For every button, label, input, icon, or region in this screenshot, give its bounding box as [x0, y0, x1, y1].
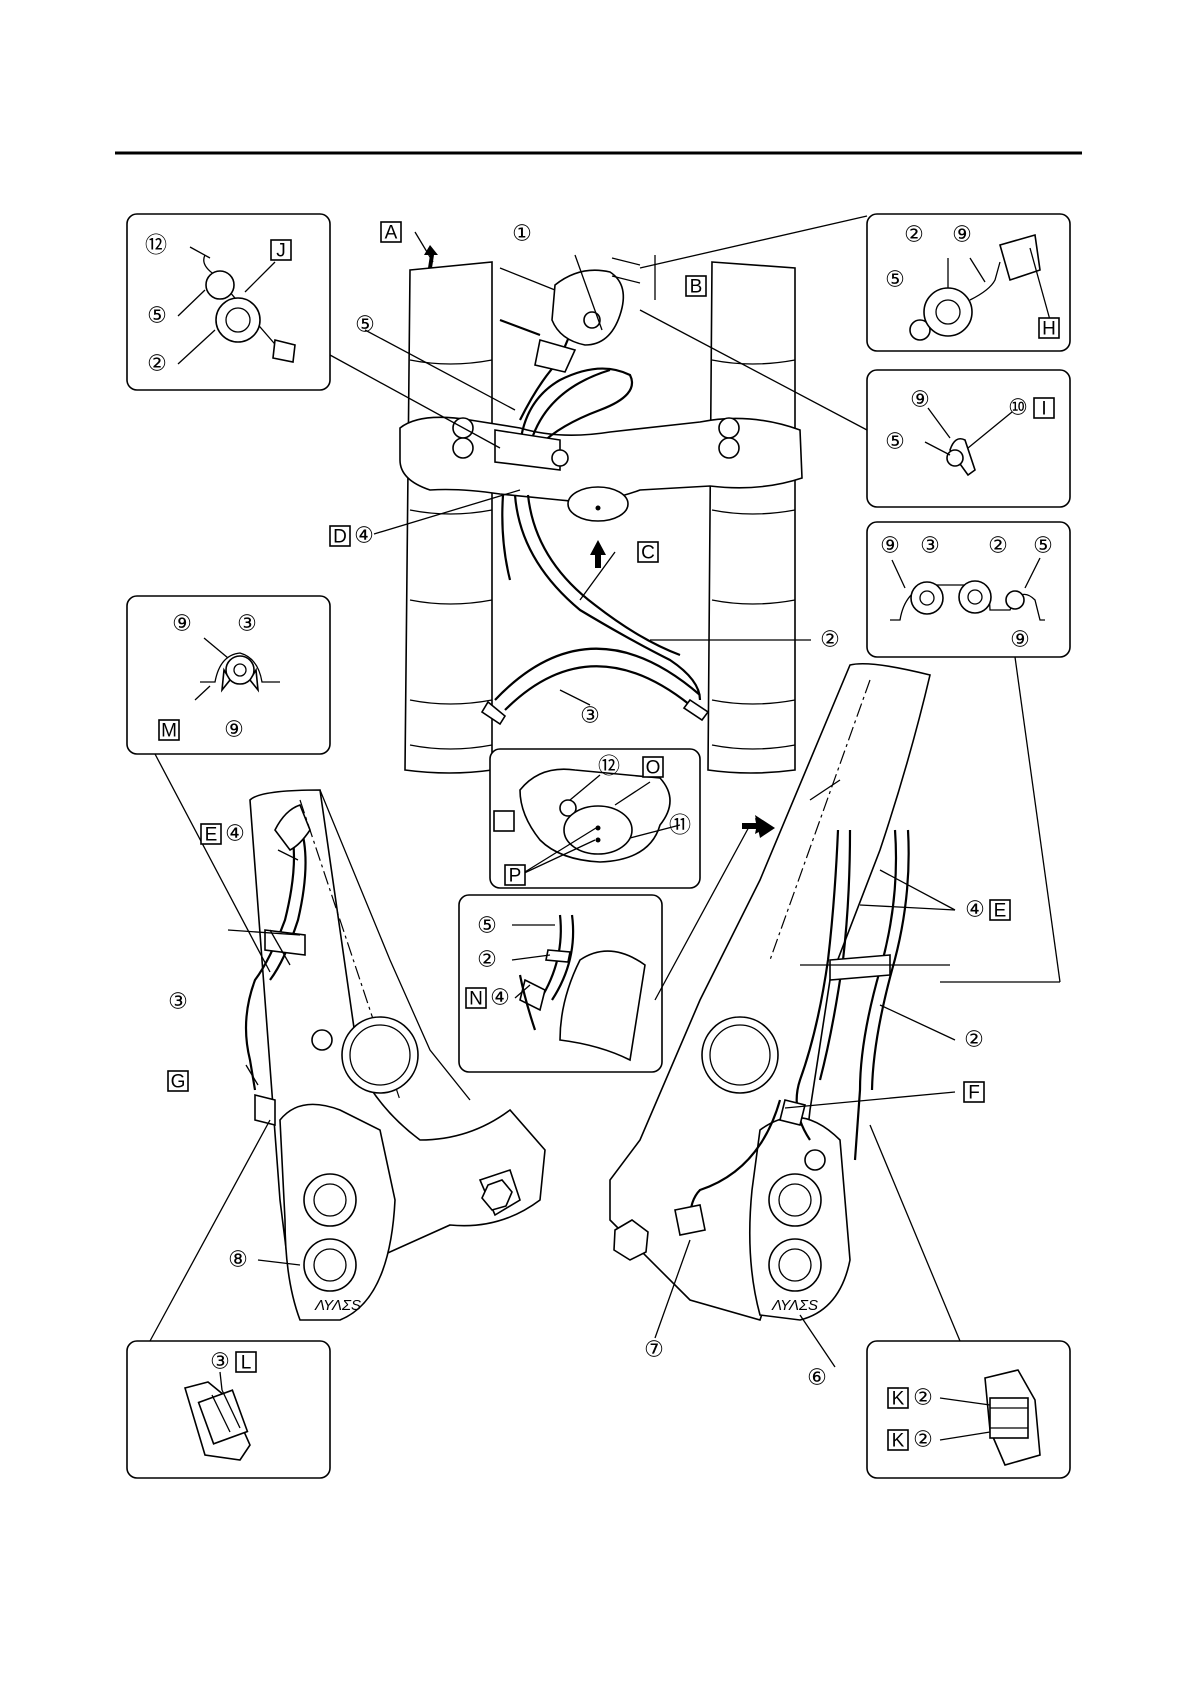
panel2-part-9: ⑨: [952, 223, 972, 248]
left-part-4: ④: [225, 822, 245, 847]
ref-letter-j: J: [276, 241, 286, 262]
panel4-part-3: ③: [920, 534, 940, 559]
ref-letter-p: P: [509, 866, 522, 887]
panel3-part-9: ⑨: [910, 388, 930, 413]
part-label-4-center: ④: [354, 524, 374, 549]
ref-letter-m: M: [161, 721, 177, 742]
right-part-7: ⑦: [644, 1338, 664, 1363]
ref-letter-d: D: [333, 527, 347, 548]
panel4-part-9-bottom: ⑨: [1010, 628, 1030, 653]
panel5-part-9-top: ⑨: [172, 612, 192, 637]
panel1-part-5: ⑤: [147, 304, 167, 329]
ref-letter-b: B: [690, 277, 703, 298]
ref-letter-a: A: [385, 223, 398, 244]
right-part-6: ⑥: [807, 1366, 827, 1391]
ref-letter-k-bottom: K: [892, 1431, 905, 1452]
ref-letter-l: L: [241, 1353, 252, 1374]
ref-letter-f: F: [968, 1083, 980, 1104]
part-label-1: ①: [512, 222, 532, 247]
panel9-part-2-top: ②: [913, 1386, 933, 1411]
left-part-8: ⑧: [228, 1248, 248, 1273]
caliper-brand-text: ΛΥΛΣS: [314, 1297, 361, 1314]
panel9-part-2-bottom: ②: [913, 1428, 933, 1453]
part-label-2-center: ②: [820, 628, 840, 653]
panel5-part-3: ③: [237, 612, 257, 637]
panel7-part-5: ⑤: [477, 914, 497, 939]
panel1-part-2: ②: [147, 352, 167, 377]
panel2-part-2: ②: [904, 223, 924, 248]
panel3-part-10: ⑩: [1008, 396, 1028, 421]
part-label-5-center: ⑤: [355, 313, 375, 338]
ref-letter-e-left: E: [205, 825, 218, 846]
ref-letter-c: C: [641, 543, 655, 564]
ref-letter-e-right: E: [994, 901, 1007, 922]
right-part-4: ④: [965, 898, 985, 923]
panel8-part-3: ③: [210, 1350, 230, 1375]
ref-letter-n: N: [469, 989, 483, 1010]
arrow-up-icon: [424, 245, 438, 268]
ref-letter-g: G: [171, 1072, 186, 1093]
panel6-part-11: ⑪: [669, 814, 691, 839]
ref-letter-k-top: K: [892, 1389, 905, 1410]
panel5-part-9-bottom: ⑨: [224, 718, 244, 743]
panel4-part-9-top: ⑨: [880, 534, 900, 559]
front-fork-assembly: [400, 255, 802, 773]
ref-letter-h: H: [1042, 319, 1056, 340]
panel1-part-12: ⑫: [145, 234, 167, 259]
panel7-part-2: ②: [477, 948, 497, 973]
panel2-part-5: ⑤: [885, 268, 905, 293]
panel6-part-12: ⑫: [598, 755, 620, 780]
ref-letter-i: I: [1041, 399, 1046, 420]
caliper-brand-text-right: ΛΥΛΣS: [771, 1297, 818, 1314]
panel4-part-2: ②: [988, 534, 1008, 559]
part-label-3-center: ③: [580, 704, 600, 729]
detail-panel-bolt-right: [867, 1341, 1070, 1478]
left-part-3: ③: [168, 990, 188, 1015]
right-part-2: ②: [964, 1028, 984, 1053]
panel3-part-5: ⑤: [885, 430, 905, 455]
ref-box-blank: [494, 811, 514, 831]
panel4-part-5: ⑤: [1033, 534, 1053, 559]
ref-letter-o: O: [646, 758, 661, 779]
panel7-part-4: ④: [490, 986, 510, 1011]
